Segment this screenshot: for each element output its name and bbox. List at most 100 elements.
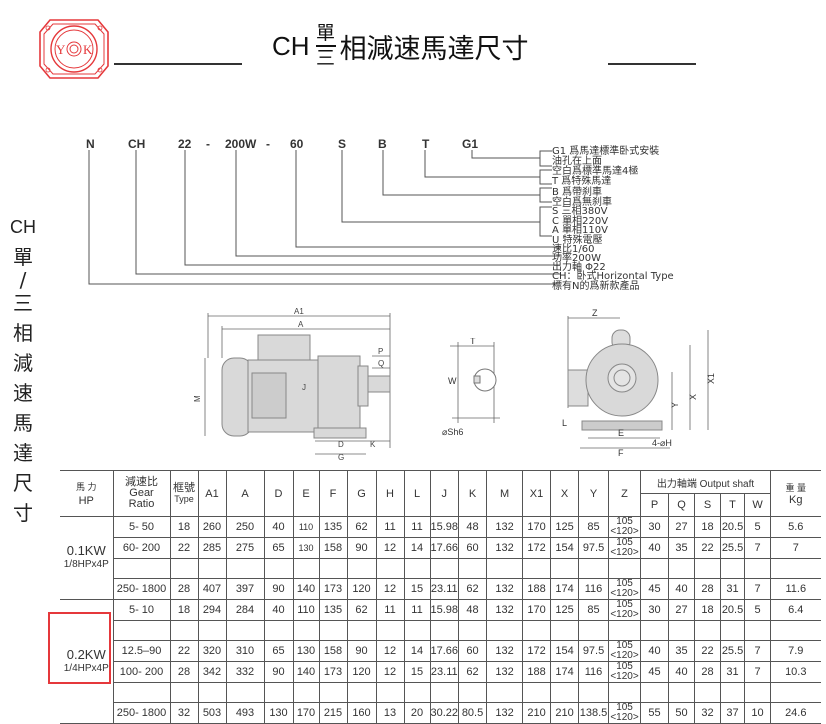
cell-e: 130 — [292, 537, 320, 559]
cell-x: 174 — [550, 578, 580, 600]
cell-s — [694, 620, 722, 641]
title-rule-right — [608, 63, 696, 65]
svg-text:F: F — [618, 448, 624, 458]
cell-type: 28 — [169, 578, 199, 600]
cell-w: 10 — [744, 702, 772, 724]
cell-y — [578, 682, 610, 703]
cell-a: 310 — [225, 640, 265, 662]
cell-type: 18 — [169, 599, 199, 621]
cell-z: 105<120> — [608, 516, 642, 538]
cell-z: 105<120> — [608, 578, 642, 600]
spec-table: 馬 力 HP 減速比 Gear Ratio 框號 Type A1 A D E F… — [60, 470, 821, 724]
cell-a — [225, 620, 265, 641]
cell-type: 28 — [169, 661, 199, 683]
cell-k: 60 — [458, 640, 488, 662]
cell-f: 135 — [318, 516, 348, 538]
cell-ratio — [112, 558, 171, 579]
cell-p: 55 — [640, 702, 670, 724]
cell-e: 140 — [292, 578, 320, 600]
cell-kg: 7.9 — [770, 640, 821, 662]
cell-k — [458, 558, 488, 579]
cell-h: 12 — [375, 661, 405, 683]
code-part: - — [206, 137, 210, 151]
cell-l — [403, 682, 431, 703]
code-part: B — [378, 137, 387, 151]
cell-e: 110 — [292, 516, 320, 538]
legend-item: 空白爲無刹車 — [552, 197, 612, 208]
cell-q: 27 — [668, 599, 696, 621]
front-view-drawing: Z X1 X Y L E F 4-⌀H — [562, 308, 716, 458]
cell-s — [694, 558, 722, 579]
header-col: M — [486, 470, 524, 517]
svg-text:K: K — [370, 440, 376, 449]
cell-a: 275 — [225, 537, 265, 559]
cell-k: 80.5 — [458, 702, 488, 724]
header-hp: 馬 力 HP — [60, 470, 114, 517]
cell-w: 7 — [744, 661, 772, 683]
cell-s: 18 — [694, 516, 722, 538]
svg-text:Y: Y — [56, 42, 66, 57]
cell-z: 105<120> — [608, 640, 642, 662]
cell-x1: 210 — [522, 702, 552, 724]
cell-a1: 503 — [197, 702, 227, 724]
cell-j: 17.66 — [429, 640, 460, 662]
power-kw: 0.1KW — [66, 543, 106, 558]
cell-k: 60 — [458, 537, 488, 559]
header-shaft-col: P — [640, 493, 670, 517]
cell-q: 40 — [668, 578, 696, 600]
cell-e — [292, 620, 320, 641]
cell-type — [169, 558, 199, 579]
cell-j — [429, 682, 460, 703]
cell-s: 28 — [694, 661, 722, 683]
cell-l: 20 — [403, 702, 431, 724]
cell-g: 120 — [346, 578, 377, 600]
code-part: T — [422, 137, 430, 151]
header-col: E — [292, 470, 320, 517]
cell-x1: 172 — [522, 640, 552, 662]
header-col: Y — [578, 470, 610, 517]
cell-k — [458, 620, 488, 641]
cell-x: 125 — [550, 599, 580, 621]
cell-h: 13 — [375, 702, 405, 724]
cell-w: 5 — [744, 516, 772, 538]
cell-x: 154 — [550, 537, 580, 559]
header-col: F — [318, 470, 348, 517]
cell-l — [403, 620, 431, 641]
svg-text:L: L — [562, 418, 567, 428]
cell-x1 — [522, 558, 552, 579]
cell-m: 132 — [486, 702, 524, 724]
cell-m: 132 — [486, 516, 524, 538]
side-char: / — [19, 268, 27, 292]
cell-a1: 342 — [197, 661, 227, 683]
side-char: 減 — [13, 351, 33, 375]
cell-p: 40 — [640, 537, 670, 559]
cell-m: 132 — [486, 537, 524, 559]
z-value: 105 — [616, 661, 633, 672]
cell-j: 30.22 — [429, 702, 460, 724]
svg-text:E: E — [618, 428, 624, 438]
code-leader-lines — [88, 150, 560, 285]
cell-q: 27 — [668, 516, 696, 538]
cell-g: 90 — [346, 537, 377, 559]
cell-z: 105<120> — [608, 599, 642, 621]
cell-ratio: 60- 200 — [112, 537, 171, 559]
z-value: 105 — [616, 537, 633, 548]
cell-s: 28 — [694, 578, 722, 600]
cell-ratio — [112, 620, 171, 641]
cell-z: 105<120> — [608, 661, 642, 683]
side-char: 三 — [13, 291, 33, 315]
cell-t: 31 — [720, 578, 746, 600]
cell-p: 30 — [640, 599, 670, 621]
legend-item: T 爲特殊馬達 — [552, 176, 612, 187]
cell-t: 25.5 — [720, 537, 746, 559]
cell-e: 140 — [292, 661, 320, 683]
cell-t: 37 — [720, 702, 746, 724]
cell-w — [744, 620, 772, 641]
legend-item: 速比1/60 — [552, 244, 595, 255]
cell-e — [292, 558, 320, 579]
